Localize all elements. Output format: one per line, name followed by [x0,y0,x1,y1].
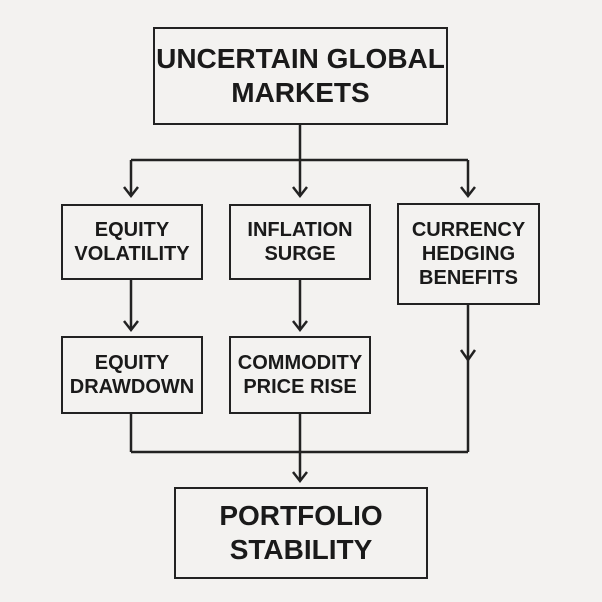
node-equity-volatility: EQUITY VOLATILITY [61,204,203,280]
node-uncertain-global-markets: UNCERTAIN GLOBAL MARKETS [153,27,448,125]
node-inflation-surge: INFLATION SURGE [229,204,371,280]
node-equity-drawdown: EQUITY DRAWDOWN [61,336,203,414]
node-commodity-price-rise: COMMODITY PRICE RISE [229,336,371,414]
node-currency-hedging-benefits: CURRENCY HEDGING BENEFITS [397,203,540,305]
node-portfolio-stability: PORTFOLIO STABILITY [174,487,428,579]
